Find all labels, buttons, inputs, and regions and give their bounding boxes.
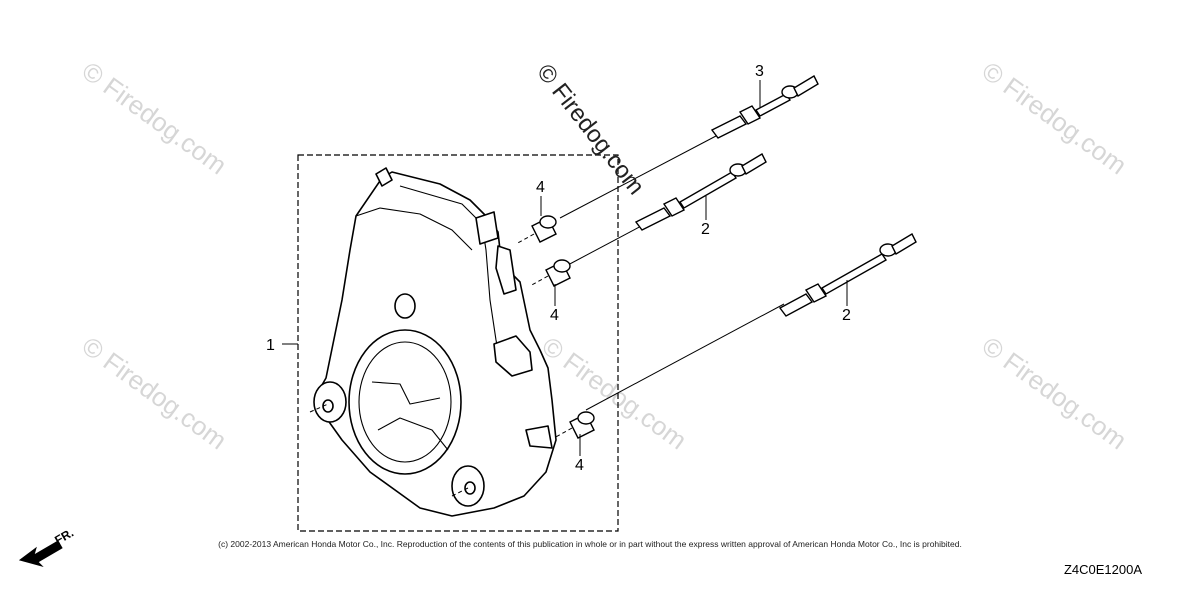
callout-part-2-lower: 2 xyxy=(842,307,851,324)
callout-part-1: 1 xyxy=(266,337,275,354)
callout-leaders xyxy=(540,80,848,456)
copyright-notice: (c) 2002-2013 American Honda Motor Co., … xyxy=(218,539,962,549)
callout-part-2-upper: 2 xyxy=(701,221,710,238)
stud-bolt-top xyxy=(710,75,819,139)
collar-upper xyxy=(531,215,557,243)
watermark-mid-right: © Firedog.com xyxy=(976,331,1132,456)
diagram-code: Z4C0E1200A xyxy=(1063,562,1142,577)
watermark-top-left: © Firedog.com xyxy=(76,56,232,181)
callout-part-3: 3 xyxy=(755,63,764,80)
watermark-top-right: © Firedog.com xyxy=(976,56,1132,181)
callout-part-4-middle: 4 xyxy=(550,307,559,324)
collar-lower xyxy=(569,411,595,439)
watermark-mid-left: © Firedog.com xyxy=(76,331,232,456)
hole-leaders xyxy=(309,403,469,497)
stud-bolt-middle xyxy=(634,153,767,231)
assembly-box xyxy=(297,154,619,532)
watermark-center: © Firedog.com xyxy=(536,331,692,456)
watermark-main: © Firedog.com xyxy=(531,59,649,200)
collar-middle xyxy=(545,259,571,287)
fan-cover xyxy=(313,167,557,517)
stud-bolt-lower xyxy=(778,233,917,317)
callout-part-4-lower: 4 xyxy=(575,457,584,474)
watermark-group: © Firedog.com © Firedog.com © Firedog.co… xyxy=(76,56,1132,456)
callout-part-4-upper: 4 xyxy=(536,179,545,196)
collar-leaders xyxy=(515,233,573,439)
